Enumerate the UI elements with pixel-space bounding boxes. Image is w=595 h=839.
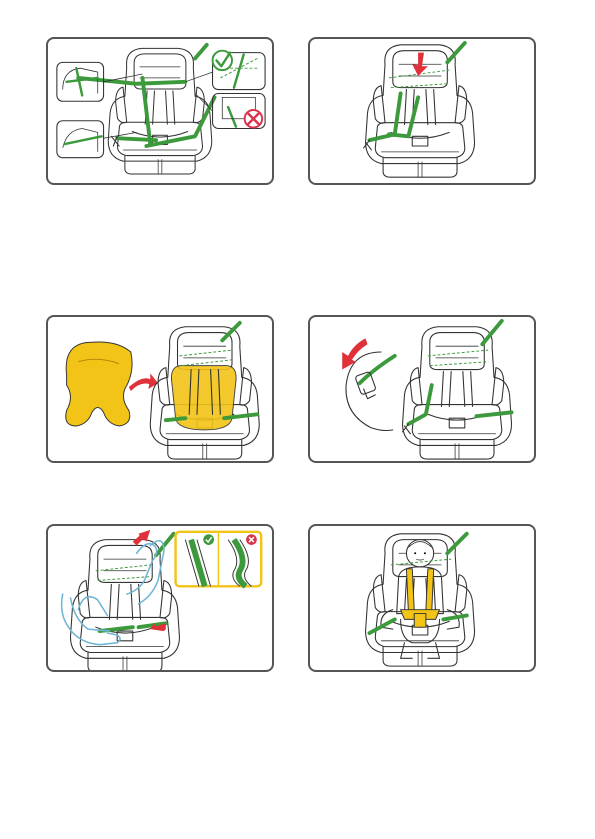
seat-icon	[403, 327, 512, 459]
curved-arrow-icon	[342, 338, 367, 369]
seat-icon	[108, 48, 212, 174]
check-icon	[213, 51, 232, 70]
check-icon	[203, 534, 214, 545]
step-3-illustration	[48, 317, 272, 461]
step-4-illustration	[310, 317, 534, 461]
step-2-panel	[308, 37, 536, 185]
step-6-illustration	[310, 526, 534, 670]
cross-icon	[245, 110, 263, 128]
step-1-panel	[46, 37, 274, 185]
seat-icon	[70, 540, 179, 670]
step-5-panel	[46, 524, 274, 672]
step-2-illustration	[310, 39, 534, 183]
step-4-panel	[308, 315, 536, 463]
buckle-detail-icon	[346, 352, 395, 430]
step-3-panel	[46, 315, 274, 463]
cushion-icon	[66, 342, 132, 426]
belt-routing-detail-icon	[57, 62, 143, 157]
step-6-panel	[308, 524, 536, 672]
step-5-illustration	[48, 526, 272, 670]
cross-icon	[246, 534, 257, 545]
step-1-illustration	[48, 39, 272, 183]
